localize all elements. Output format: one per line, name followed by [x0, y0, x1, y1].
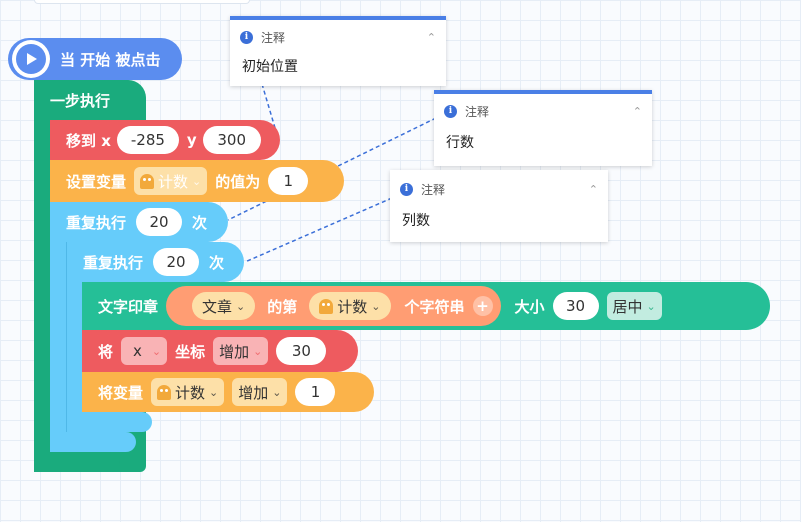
move-to-label: 移到 x	[66, 131, 111, 150]
chevron-down-icon: ⌄	[253, 344, 263, 358]
repeat-outer-suffix: 次	[192, 213, 208, 232]
repeat-inner-body[interactable]	[66, 242, 84, 432]
repeat-inner-count-input[interactable]: 20	[153, 248, 200, 276]
variable-dropdown[interactable]: 计数 ⌄	[134, 167, 208, 195]
comment-header[interactable]: i 注释 ⌃	[230, 20, 446, 54]
when-start-clicked-block[interactable]: 当 开始 被点击	[8, 38, 182, 80]
repeat-inner-footer	[66, 412, 152, 432]
add-param-button[interactable]: +	[472, 296, 493, 316]
size-label: 大小	[514, 297, 545, 316]
step-block[interactable]: 一步执行	[34, 80, 146, 120]
y-label: y	[186, 131, 197, 149]
x-value-input[interactable]: -285	[116, 126, 179, 154]
text-variable-name: 文章	[202, 297, 233, 316]
chevron-down-icon: ⌄	[272, 385, 282, 399]
changevar-dropdown[interactable]: 计数 ⌄	[151, 378, 225, 406]
ghost-icon	[319, 298, 334, 314]
changevar-op-dropdown[interactable]: 增加 ⌄	[232, 378, 288, 406]
repeat-outer-block[interactable]: 重复执行 20 次	[50, 202, 228, 242]
chevron-down-icon: ⌄	[371, 299, 381, 313]
collapse-icon[interactable]: ⌃	[588, 182, 598, 196]
repeat-inner-suffix: 次	[209, 253, 225, 272]
change-coordinate-block[interactable]: 将 x ⌄ 坐标 增加 ⌄ 30	[82, 330, 358, 372]
play-icon	[12, 40, 50, 78]
hat-label: 当 开始 被点击	[60, 50, 161, 69]
step-label: 一步执行	[50, 91, 111, 110]
align-dropdown[interactable]: 居中 ⌄	[606, 292, 662, 320]
change-variable-block[interactable]: 将变量 计数 ⌄ 增加 ⌄ 1	[82, 372, 374, 412]
text-stamp-label: 文字印章	[98, 297, 159, 316]
set-variable-label: 设置变量	[66, 172, 127, 191]
set-variable-block[interactable]: 设置变量 计数 ⌄ 的值为 1	[50, 160, 344, 202]
connector-line-cols	[244, 197, 393, 263]
chevron-down-icon: ⌄	[192, 174, 202, 188]
coord-value-input[interactable]: 30	[276, 337, 327, 365]
char-string-label: 个字符串	[404, 297, 465, 316]
char-of-string-reporter[interactable]: 文章 ⌄ 的第 计数 ⌄ 个字符串 +	[166, 286, 501, 326]
comment-title: 注释	[261, 30, 286, 45]
repeat-outer-body[interactable]	[50, 202, 68, 452]
coord-op-dropdown[interactable]: 增加 ⌄	[213, 337, 269, 365]
axis-dropdown[interactable]: x ⌄	[121, 337, 168, 365]
ghost-icon	[140, 173, 155, 189]
collapse-icon[interactable]: ⌃	[632, 104, 642, 118]
collapse-icon[interactable]: ⌃	[426, 30, 436, 44]
chevron-down-icon: ⌄	[236, 299, 246, 313]
comment-columns[interactable]: i 注释 ⌃ 列数	[390, 170, 608, 242]
move-to-xy-block[interactable]: 移到 x -285 y 300	[50, 120, 280, 160]
size-value-input[interactable]: 30	[552, 292, 599, 320]
comment-text[interactable]: 初始位置	[242, 59, 298, 75]
chevron-down-icon: ⌄	[209, 385, 219, 399]
chevron-down-icon: ⌄	[646, 299, 656, 313]
comment-header[interactable]: i 注释 ⌃	[434, 94, 652, 128]
info-icon: i	[444, 104, 457, 118]
step-block-footer	[34, 452, 120, 472]
changevar-op-value: 增加	[238, 383, 269, 402]
axis-value: x	[133, 342, 142, 360]
repeat-inner-block[interactable]: 重复执行 20 次	[66, 242, 244, 282]
comment-initial-position[interactable]: i 注释 ⌃ 初始位置	[230, 16, 446, 86]
comment-text[interactable]: 列数	[402, 213, 430, 229]
info-icon: i	[240, 30, 253, 44]
change-label: 将	[98, 342, 114, 361]
align-value: 居中	[612, 297, 643, 316]
comment-header[interactable]: i 注释 ⌃	[390, 170, 608, 208]
y-value-input[interactable]: 300	[202, 126, 261, 154]
comment-title: 注释	[421, 182, 446, 197]
comment-text[interactable]: 行数	[446, 135, 474, 151]
changevar-name: 计数	[175, 383, 206, 402]
index-variable-name: 计数	[337, 297, 368, 316]
chevron-down-icon: ⌄	[151, 344, 162, 358]
changevar-value-input[interactable]: 1	[295, 378, 336, 406]
repeat-inner-label: 重复执行	[83, 253, 144, 272]
connector-line-position	[261, 83, 279, 139]
value-is-label: 的值为	[215, 172, 261, 191]
repeat-outer-count-input[interactable]: 20	[136, 208, 183, 236]
text-stamp-block[interactable]: 文字印章 文章 ⌄ 的第 计数 ⌄ 个字符串 + 大小 30 居中 ⌄	[82, 282, 770, 330]
variable-name: 计数	[158, 172, 189, 191]
set-value-input[interactable]: 1	[268, 167, 309, 195]
change-variable-label: 将变量	[98, 383, 144, 402]
text-variable-dropdown[interactable]: 文章 ⌄	[192, 292, 256, 320]
of-index-label: 的第	[267, 297, 298, 316]
repeat-outer-footer	[50, 432, 136, 452]
coordinate-label: 坐标	[175, 342, 206, 361]
repeat-outer-label: 重复执行	[66, 213, 127, 232]
comment-title: 注释	[465, 104, 490, 119]
comment-rows[interactable]: i 注释 ⌃ 行数	[434, 90, 652, 166]
coord-op-value: 增加	[219, 342, 250, 361]
ghost-icon	[157, 384, 172, 400]
info-icon: i	[400, 182, 413, 196]
index-variable-dropdown[interactable]: 计数 ⌄	[309, 292, 391, 320]
